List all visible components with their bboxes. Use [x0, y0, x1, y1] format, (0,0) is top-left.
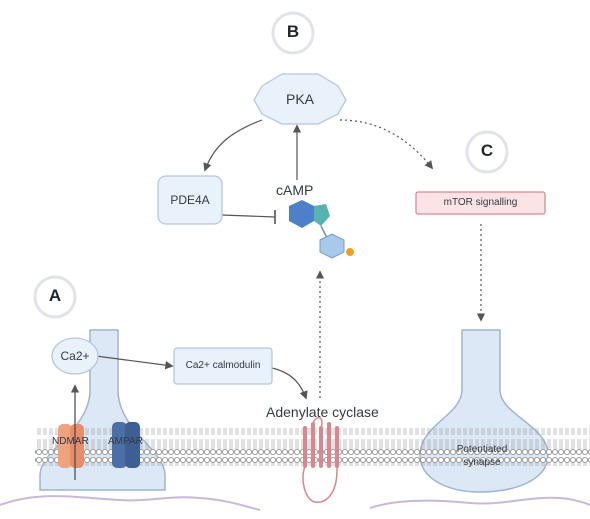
ground-line-right	[369, 496, 590, 509]
pde4a-label: PDE4A	[170, 193, 210, 207]
arrow-pka-to-pde4a	[203, 119, 263, 172]
arrow-pka-to-mtor	[339, 119, 434, 170]
adenylate-cyclase-protein	[302, 417, 339, 503]
nmdar-receptor	[58, 424, 84, 468]
calmodulin-label: Ca2+ calmodulin	[185, 360, 261, 371]
adenylate-cyclase-label: Adenylate cyclase	[266, 404, 379, 420]
pka-node	[253, 73, 347, 125]
mtor-label: mTOR signalling	[443, 197, 518, 208]
ampar-receptor	[112, 422, 140, 468]
nmdar-label: NDMAR	[52, 436, 89, 447]
pka-label: PKA	[285, 91, 314, 107]
panel-b-circle	[271, 11, 315, 55]
ca2-node	[51, 337, 99, 375]
ampar-label: AMPAR	[108, 436, 143, 447]
calmodulin-node	[173, 347, 273, 385]
panel-b-label: B	[286, 22, 300, 41]
pde4a-node	[157, 175, 223, 225]
potentiated-synapse-label-line2: synapse	[463, 457, 501, 468]
panel-c-circle	[465, 130, 509, 174]
arrow-calmodulin-to-cyclase	[271, 367, 308, 400]
ground-line-left	[0, 495, 261, 511]
camp-label: cAMP	[276, 182, 314, 198]
potentiated-synapse-label-line1: Potentiated	[456, 444, 508, 455]
mtor-node	[415, 191, 546, 215]
arrow-ca2-to-calmodulin	[95, 355, 174, 370]
ca2-label: Ca2+	[60, 349, 90, 363]
camp-molecule	[289, 200, 354, 259]
panel-a-circle	[33, 275, 77, 319]
inhibit-pde4a-camp	[221, 214, 276, 218]
panel-c-label: C	[480, 141, 494, 160]
panel-a-label: A	[48, 286, 62, 305]
